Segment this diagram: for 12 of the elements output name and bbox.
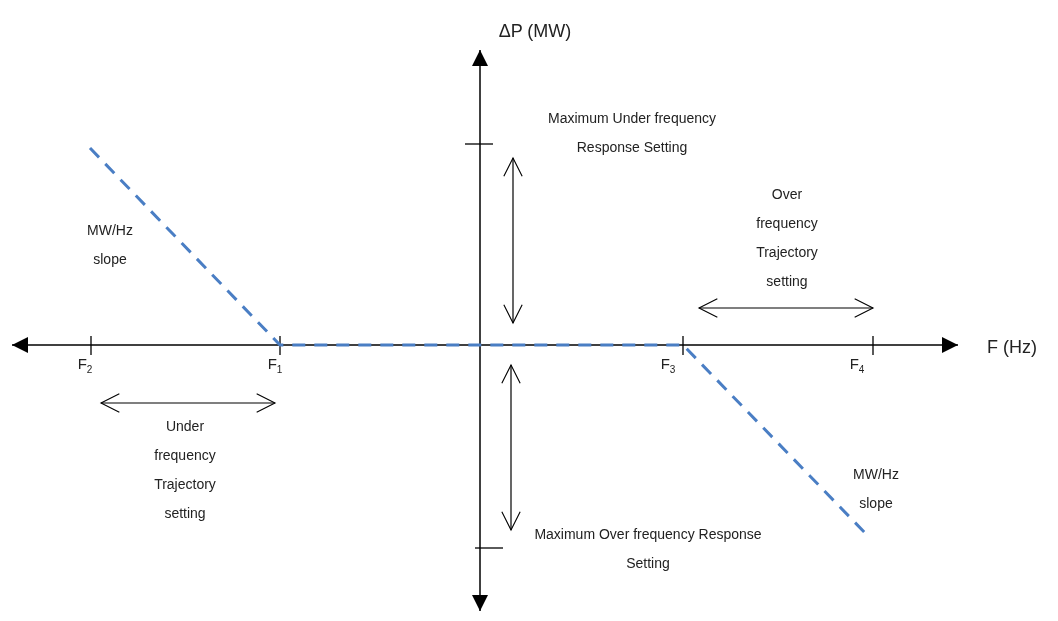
annotation-text: Maximum Over frequency Response Setting bbox=[533, 525, 763, 573]
axis-label: ΔP (MW) bbox=[498, 20, 572, 43]
tick-label: F$_{1}$ bbox=[267, 354, 283, 374]
tick-label: F$_{3}$ bbox=[660, 354, 676, 374]
annotation-text: MW/Hz slope bbox=[853, 465, 899, 513]
axis-label: F (Hz) bbox=[987, 336, 1037, 359]
annotation-text: MW/Hz slope bbox=[87, 221, 133, 269]
annotation-text: Under frequency Trajectory setting bbox=[154, 417, 216, 523]
annotation-text: Maximum Under frequency Response Setting bbox=[546, 109, 718, 157]
annotation-text: Over frequency Trajectory setting bbox=[756, 185, 818, 291]
tick-label: F$_{4}$ bbox=[849, 354, 865, 374]
tick-label: F$_{2}$ bbox=[77, 354, 93, 374]
